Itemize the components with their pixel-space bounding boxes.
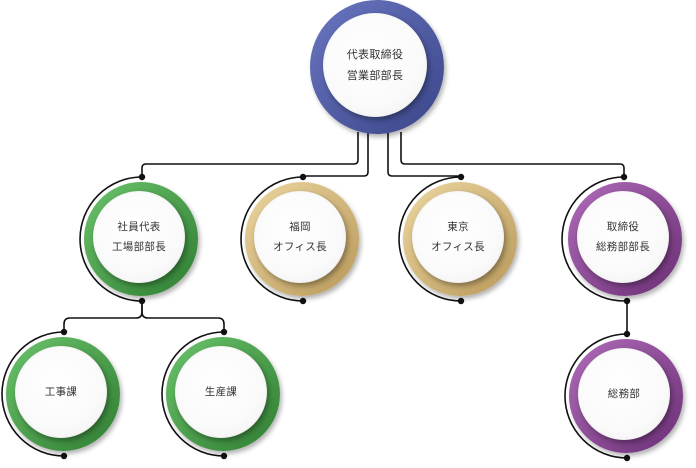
arc-tokyo [398, 176, 462, 302]
connector-root-director [400, 132, 625, 177]
node-ceo[interactable]: 代表取締役 営業部部長 [310, 0, 444, 134]
node-fukuoka-line-2: オフィス長 [273, 241, 327, 253]
node-fukuoka[interactable]: 福岡 オフィス長 [245, 182, 359, 296]
node-rep-line-1: 社員代表 [117, 221, 161, 233]
node-ceo-line-2: 営業部部長 [346, 69, 404, 82]
node-seisan[interactable]: 生産課 [166, 337, 280, 451]
node-director[interactable]: 取締役 総務部部長 [568, 182, 682, 296]
arc-somu [564, 333, 628, 459]
node-somu-line-1: 総務部 [607, 388, 641, 400]
connector-dots [60, 173, 631, 462]
connector-rep-seisan [141, 301, 225, 332]
node-tokyo-line-1: 東京 [447, 221, 469, 233]
node-somu[interactable]: 総務部 [569, 339, 683, 453]
node-director-line-2: 総務部部長 [596, 241, 650, 253]
node-koji[interactable]: 工事課 [6, 337, 120, 451]
node-rep[interactable]: 社員代表 工場部部長 [84, 182, 198, 296]
node-seisan-line-1: 生産課 [204, 386, 238, 398]
connector-root-tokyo [387, 132, 462, 178]
node-tokyo-line-2: オフィス長 [431, 241, 485, 253]
connector-rep-koji [63, 301, 143, 332]
node-ceo-line-1: 代表取締役 [346, 48, 404, 61]
node-rep-line-2: 工場部部長 [112, 241, 166, 253]
arc-koji [1, 331, 65, 457]
node-director-line-1: 取締役 [606, 221, 640, 233]
arc-director [561, 176, 625, 302]
node-fukuoka-line-1: 福岡 [289, 221, 311, 233]
arc-rep [79, 176, 143, 302]
arc-seisan [161, 331, 225, 457]
node-koji-line-1: 工事課 [44, 386, 78, 398]
node-tokyo[interactable]: 東京 オフィス長 [403, 182, 517, 296]
arc-fukuoka [240, 176, 304, 302]
connector-root-rep [141, 132, 359, 177]
